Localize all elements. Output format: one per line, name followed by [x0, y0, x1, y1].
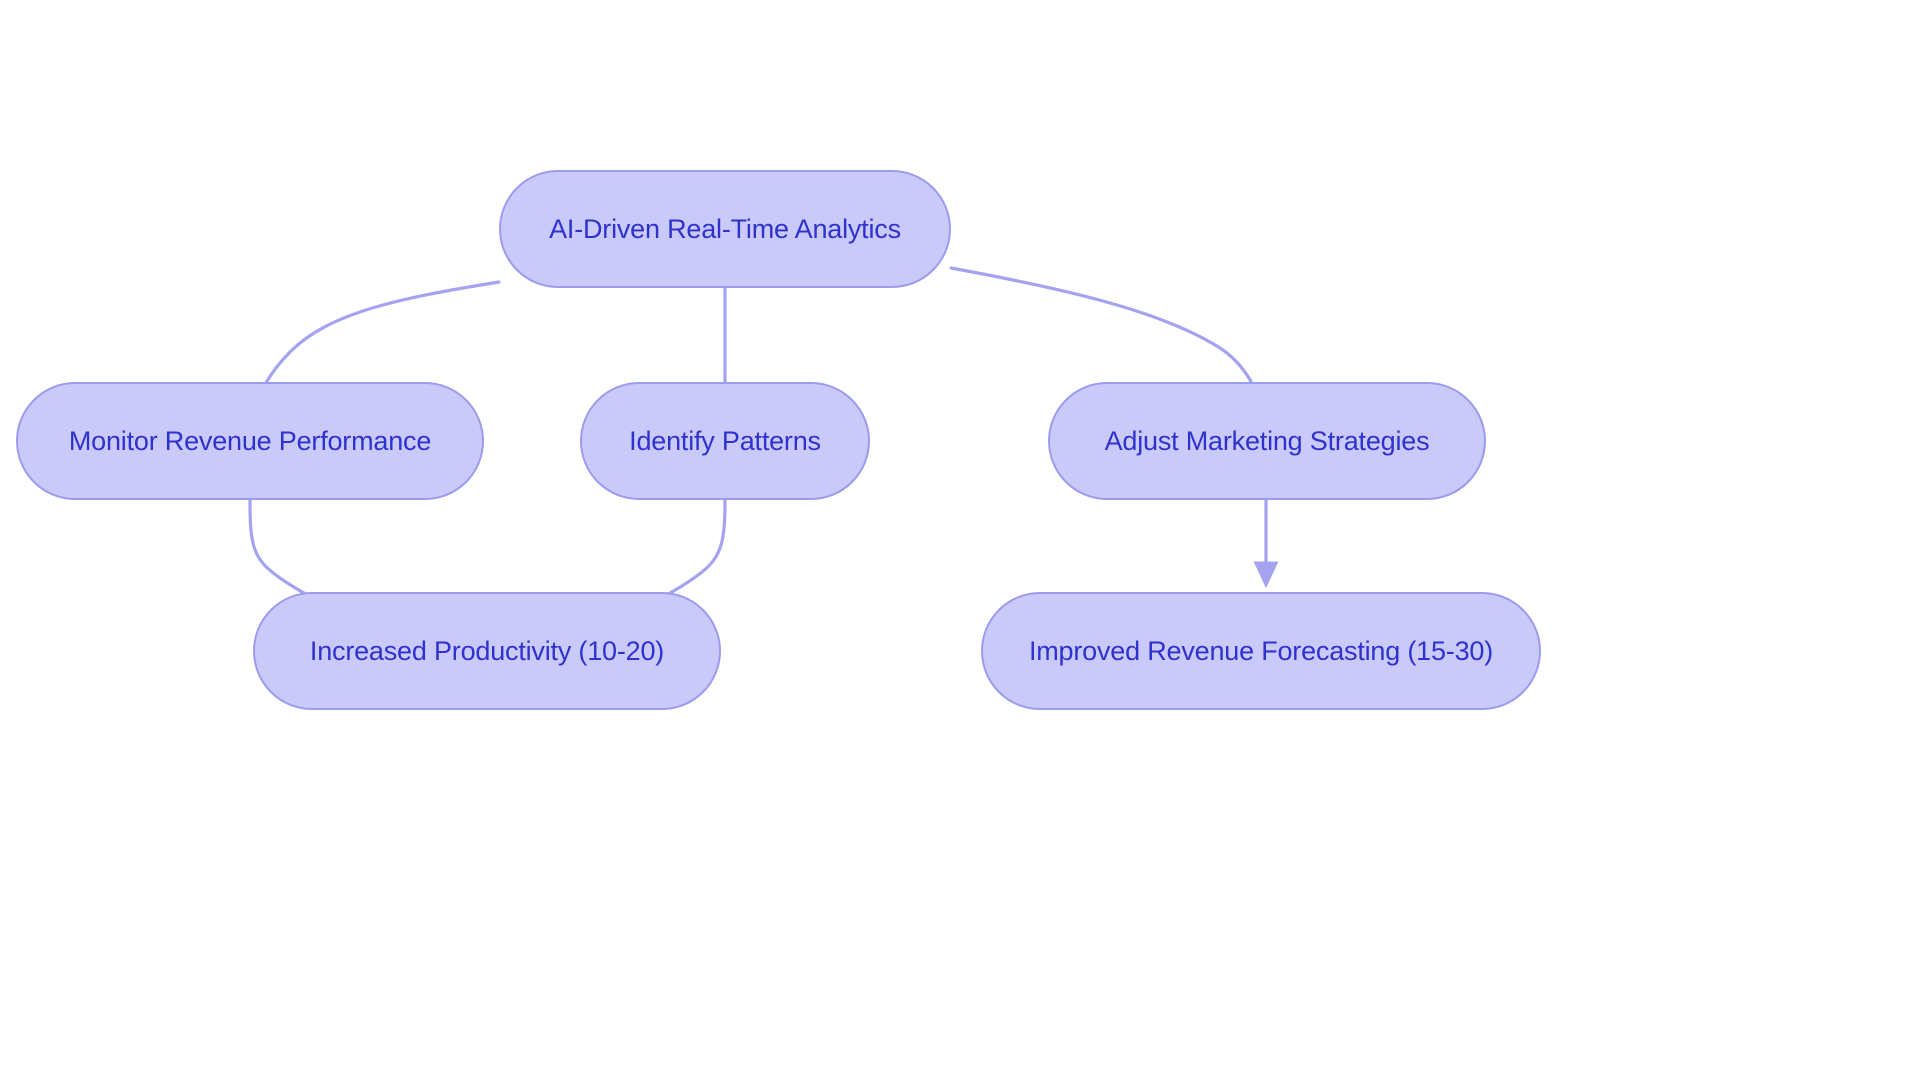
node-improved-revenue-forecasting[interactable]: Improved Revenue Forecasting (15-30) [981, 592, 1541, 710]
node-identify-patterns[interactable]: Identify Patterns [580, 382, 870, 500]
node-label: Monitor Revenue Performance [68, 425, 432, 456]
node-label: Improved Revenue Forecasting (15-30) [1028, 635, 1494, 666]
node-label: Adjust Marketing Strategies [1104, 425, 1430, 456]
node-adjust-marketing-strategies[interactable]: Adjust Marketing Strategies [1048, 382, 1486, 500]
node-increased-productivity[interactable]: Increased Productivity (10-20) [253, 592, 721, 710]
node-label: Identify Patterns [629, 425, 821, 456]
node-monitor-revenue-performance[interactable]: Monitor Revenue Performance [16, 382, 484, 500]
node-label: AI-Driven Real-Time Analytics [549, 213, 901, 244]
node-label: Increased Productivity (10-20) [309, 635, 665, 666]
node-ai-driven-real-time-analytics[interactable]: AI-Driven Real-Time Analytics [499, 170, 951, 288]
